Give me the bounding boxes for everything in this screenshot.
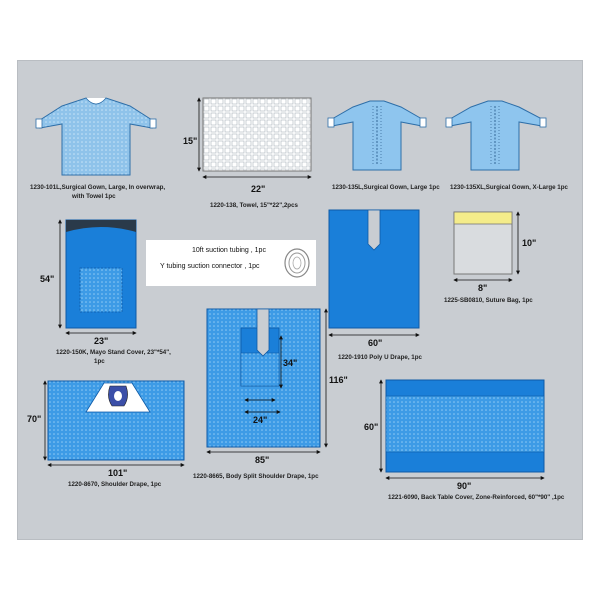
suture-bag [453, 211, 520, 282]
towel [197, 97, 312, 179]
gown-135l [327, 100, 427, 171]
body-split-shoulder-drape [206, 308, 328, 454]
gown-101l [35, 97, 157, 176]
poly-u-drape [328, 209, 420, 337]
back-table-label: 1221-6090, Back Table Cover, Zone-Reinfo… [388, 494, 565, 501]
shoulder-drape [43, 380, 185, 467]
shoulder-height: 70" [27, 414, 42, 424]
mayo-stand-cover [58, 219, 137, 335]
towel-width: 22" [251, 184, 266, 194]
suture-bag-label: 1225-SB0810, Suture Bag, 1pc [444, 297, 533, 304]
split-width: 85" [255, 455, 270, 465]
mayo-height: 54" [40, 274, 55, 284]
back-table-height: 60" [364, 422, 379, 432]
suture-bag-width: 8" [478, 283, 488, 293]
mayo-label-1: 1220-150K, Mayo Stand Cover, 23"*54", [56, 349, 171, 356]
tubing-line-1: 10ft suction tubing , 1pc [192, 247, 266, 254]
split-label: 1220-8665, Body Split Shoulder Drape, 1p… [193, 473, 319, 480]
gown-135l-label: 1230-135L,Surgical Gown, Large 1pc [332, 184, 440, 191]
gown-135xl [445, 100, 547, 171]
suture-bag-height: 10" [522, 238, 537, 248]
gown-135xl-label: 1230-135XL,Surgical Gown, X-Large 1pc [450, 184, 568, 191]
shoulder-label: 1220-8670, Shoulder Drape, 1pc [68, 481, 162, 488]
towel-label: 1220-138, Towel, 15"*22",2pcs [210, 202, 298, 209]
split-inner-height: 34" [283, 358, 298, 368]
split-height: 116" [329, 375, 348, 385]
shoulder-width: 101" [108, 468, 128, 478]
poly-u-label: 1220-1910 Poly U Drape, 1pc [338, 354, 422, 361]
split-inner-width: 24" [253, 415, 268, 425]
back-table-width: 90" [457, 481, 472, 491]
tubing-panel: 10ft suction tubing , 1pc Y tubing sucti… [146, 240, 316, 286]
gown-101l-label-1: 1230-101L,Surgical Gown, Large, In overw… [30, 184, 166, 191]
mayo-width: 23" [94, 336, 109, 346]
coiled-tube-icon [284, 248, 310, 278]
mayo-label-2: 1pc [94, 358, 105, 365]
back-table-cover [379, 379, 545, 480]
tubing-line-2: Y tubing suction connector , 1pc [160, 263, 260, 270]
poly-u-width: 60" [368, 338, 383, 348]
towel-height: 15" [183, 136, 198, 146]
gown-101l-label-2: with Towel 1pc [72, 193, 116, 200]
